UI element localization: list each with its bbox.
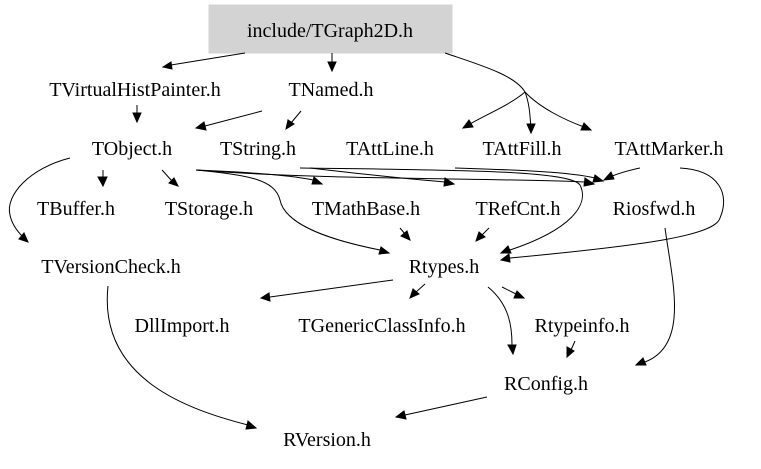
arrow-icon — [259, 292, 271, 302]
edge-root-tattmarker — [524, 91, 585, 128]
edge-tversioncheck-rversion — [106, 285, 249, 426]
node-tattfill[interactable]: TAttFill.h — [483, 138, 562, 160]
node-rconfig[interactable]: RConfig.h — [504, 373, 588, 395]
arrow-icon — [285, 119, 295, 131]
edge-tobject-tversioncheck — [8, 157, 71, 238]
arrow-icon — [499, 253, 511, 263]
root-node-box — [208, 4, 453, 54]
arrow-icon — [161, 61, 173, 70]
arrow-icon — [507, 344, 517, 356]
edges — [8, 52, 725, 430]
node-rversion[interactable]: RVersion.h — [283, 429, 371, 451]
node-riosfwd[interactable]: Riosfwd.h — [613, 198, 696, 220]
edge-root-right — [444, 52, 532, 129]
arrow-icon — [499, 245, 512, 254]
edge-rconfig-rversion — [404, 396, 488, 416]
edge-rtypes-rconfig — [487, 286, 513, 346]
arrow-icon — [394, 410, 407, 420]
node-rtypeinfo[interactable]: Rtypeinfo.h — [535, 315, 630, 337]
arrow-icon — [311, 176, 324, 185]
arrow-icon — [513, 290, 526, 299]
arrow-icon — [526, 123, 536, 135]
node-tvirtualhistpainter[interactable]: TVirtualHistPainter.h — [49, 79, 221, 101]
node-tnamed[interactable]: TNamed.h — [289, 79, 374, 101]
edge-tobject-rtypes — [195, 169, 381, 251]
node-tmathbase[interactable]: TMathBase.h — [312, 198, 420, 220]
edge-tstring-trefcnt — [309, 167, 446, 183]
root-node-label: include/TGraph2D.h — [247, 20, 413, 42]
node-tstorage[interactable]: TStorage.h — [165, 198, 253, 220]
node-rtypes[interactable]: Rtypes.h — [409, 256, 480, 278]
edge-trefcnt-rtypes — [481, 227, 490, 236]
arrow-icon — [475, 231, 486, 242]
node-tbuffer[interactable]: TBuffer.h — [37, 198, 115, 220]
arrow-icon — [409, 288, 420, 299]
arrow-icon — [602, 171, 615, 181]
edge-tnamed-tobject — [204, 110, 263, 127]
edge-tattmarker-rtypes — [509, 167, 725, 259]
edge-root-tattline — [469, 91, 526, 125]
arrow-icon — [245, 420, 258, 430]
node-root[interactable]: include/TGraph2D.h — [208, 4, 453, 54]
arrow-icon — [97, 176, 108, 188]
edge-tattline-riosfwd — [454, 167, 596, 179]
edge-tobject-tstorage — [161, 169, 173, 182]
node-tattline[interactable]: TAttLine.h — [346, 138, 434, 160]
arrow-icon — [327, 61, 337, 73]
edge-rtypes-dllimport — [269, 279, 394, 298]
arrow-icon — [194, 121, 207, 131]
edge-root-tvirtualhistpainter — [170, 52, 246, 66]
arrow-icon — [443, 177, 456, 187]
node-tobject[interactable]: TObject.h — [92, 138, 172, 160]
edge-riosfwd-rconfig — [644, 227, 675, 363]
node-tgenericclassinfo[interactable]: TGenericClassInfo.h — [298, 315, 465, 337]
edge-rtypeinfo-rconfig — [570, 340, 576, 351]
node-dllimport[interactable]: DllImport.h — [135, 315, 230, 337]
node-tstring[interactable]: TString.h — [220, 138, 296, 160]
arrow-icon — [132, 112, 142, 124]
node-trefcnt[interactable]: TRefCnt.h — [476, 198, 561, 220]
arrow-icon — [634, 357, 647, 366]
arrow-icon — [18, 232, 29, 243]
arrow-icon — [583, 177, 596, 187]
arrow-icon — [580, 122, 593, 131]
node-tattmarker[interactable]: TAttMarker.h — [615, 138, 724, 160]
arrow-icon — [566, 346, 575, 359]
edge-rtypes-tgenericclassinfo — [415, 283, 426, 293]
arrow-icon — [378, 246, 391, 255]
edge-tstring-rtypes — [299, 167, 583, 251]
edge-tobject-riosfwd — [195, 169, 586, 183]
edge-tnamed-tstring — [290, 110, 302, 124]
edge-rtypes-rtypeinfo — [501, 286, 517, 295]
arrow-icon — [592, 174, 605, 183]
node-tversioncheck[interactable]: TVersionCheck.h — [41, 256, 180, 278]
edge-tattmarker-riosfwd — [611, 167, 641, 177]
nodes: TVirtualHistPainter.h TNamed.h TObject.h… — [37, 79, 723, 451]
arrow-icon — [461, 119, 474, 129]
arrow-icon — [400, 230, 411, 241]
arrow-icon — [168, 177, 179, 187]
